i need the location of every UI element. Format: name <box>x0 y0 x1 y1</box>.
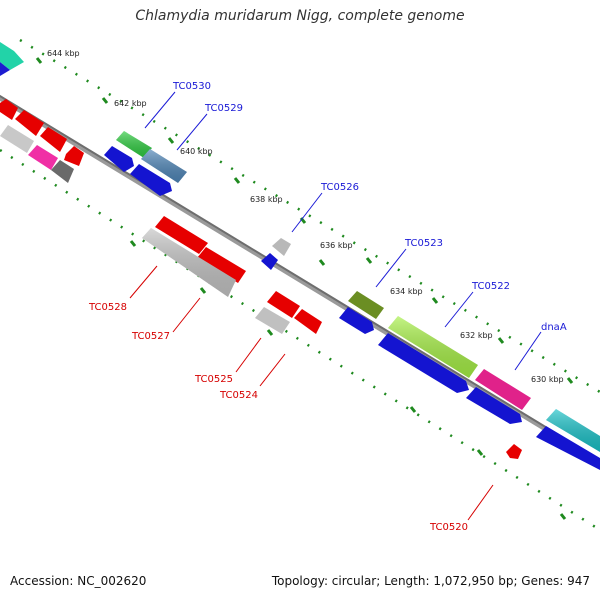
tick-mark <box>566 377 574 384</box>
gene-feature <box>506 444 522 459</box>
gene-feature <box>64 146 84 166</box>
gene-feature <box>267 291 300 318</box>
accession-text: Accession: NC_002620 <box>10 574 147 588</box>
tick-label: 630 kbp <box>531 375 564 384</box>
gene-feature <box>261 253 278 270</box>
gene-feature <box>141 149 187 183</box>
tick-mark <box>266 329 274 336</box>
gene-feature <box>0 62 10 76</box>
gene-feature <box>155 216 208 254</box>
tick-mark <box>409 406 417 413</box>
gene-feature <box>130 164 172 196</box>
gene-label: TC0523 <box>404 238 443 249</box>
gene-label: TC0527 <box>131 331 170 342</box>
gene-feature <box>475 369 531 410</box>
gene-feature <box>348 291 384 319</box>
tick-mark <box>199 287 207 294</box>
tick-mark <box>35 57 43 64</box>
map-title: Chlamydia muridarum Nigg, complete genom… <box>135 8 465 24</box>
forward-gene-labels: TC0530 TC0529 TC0526 TC0523 TC0522 dnaA <box>172 81 567 333</box>
reverse-callouts <box>129 265 494 521</box>
gene-feature <box>272 238 291 256</box>
gene-label: dnaA <box>541 322 567 333</box>
tick-mark <box>101 97 109 104</box>
genome-summary-text: Topology: circular; Length: 1,072,950 bp… <box>271 574 590 588</box>
tick-mark <box>559 513 567 520</box>
gene-label: TC0526 <box>320 182 359 193</box>
gene-label: TC0520 <box>429 522 468 533</box>
tick-mark <box>318 259 326 266</box>
gene-feature <box>40 127 67 152</box>
inner-tick-ring <box>0 148 600 532</box>
reverse-genes <box>0 99 522 459</box>
gene-feature <box>466 387 522 424</box>
gene-label: TC0529 <box>204 103 243 114</box>
tick-label: 644 kbp <box>47 49 80 58</box>
tick-label: 632 kbp <box>460 331 493 340</box>
tick-mark <box>497 337 505 344</box>
tick-mark <box>476 449 484 456</box>
tick-labels: 644 kbp 642 kbp 640 kbp 638 kbp 636 kbp … <box>47 49 564 384</box>
gene-feature <box>28 145 58 170</box>
gene-feature <box>197 247 246 283</box>
gene-label: TC0525 <box>194 374 233 385</box>
tick-label: 638 kbp <box>250 195 283 204</box>
gene-feature <box>536 426 600 470</box>
gene-feature <box>339 307 374 334</box>
tick-mark <box>365 257 373 264</box>
gene-feature <box>0 125 34 153</box>
gene-feature <box>15 110 44 136</box>
tick-label: 634 kbp <box>390 287 423 296</box>
gene-label: TC0530 <box>172 81 211 92</box>
gene-feature <box>0 42 24 70</box>
tick-mark <box>431 297 439 304</box>
gene-feature <box>294 309 322 334</box>
genome-backbone <box>0 94 600 465</box>
tick-mark <box>233 177 241 184</box>
gene-feature <box>142 228 236 297</box>
outer-tick-ring <box>19 38 600 394</box>
forward-genes <box>0 42 600 470</box>
gene-feature <box>255 307 290 334</box>
gene-feature <box>116 131 152 158</box>
gene-feature <box>51 160 74 183</box>
gene-label: TC0528 <box>88 302 127 313</box>
gene-label: TC0524 <box>219 390 258 401</box>
tick-mark <box>129 240 137 247</box>
tick-mark <box>167 137 175 144</box>
gene-feature <box>378 333 469 393</box>
gene-label: TC0522 <box>471 281 510 292</box>
major-ticks <box>35 57 574 520</box>
tick-label: 640 kbp <box>180 147 213 156</box>
tick-label: 636 kbp <box>320 241 353 250</box>
forward-callouts <box>144 91 542 371</box>
gene-feature <box>0 99 18 120</box>
gene-feature <box>388 316 478 378</box>
reverse-gene-labels: TC0528 TC0527 TC0525 TC0524 TC0520 <box>88 302 468 533</box>
gene-feature <box>546 409 600 452</box>
gene-feature <box>104 146 134 172</box>
tick-label: 642 kbp <box>114 99 147 108</box>
